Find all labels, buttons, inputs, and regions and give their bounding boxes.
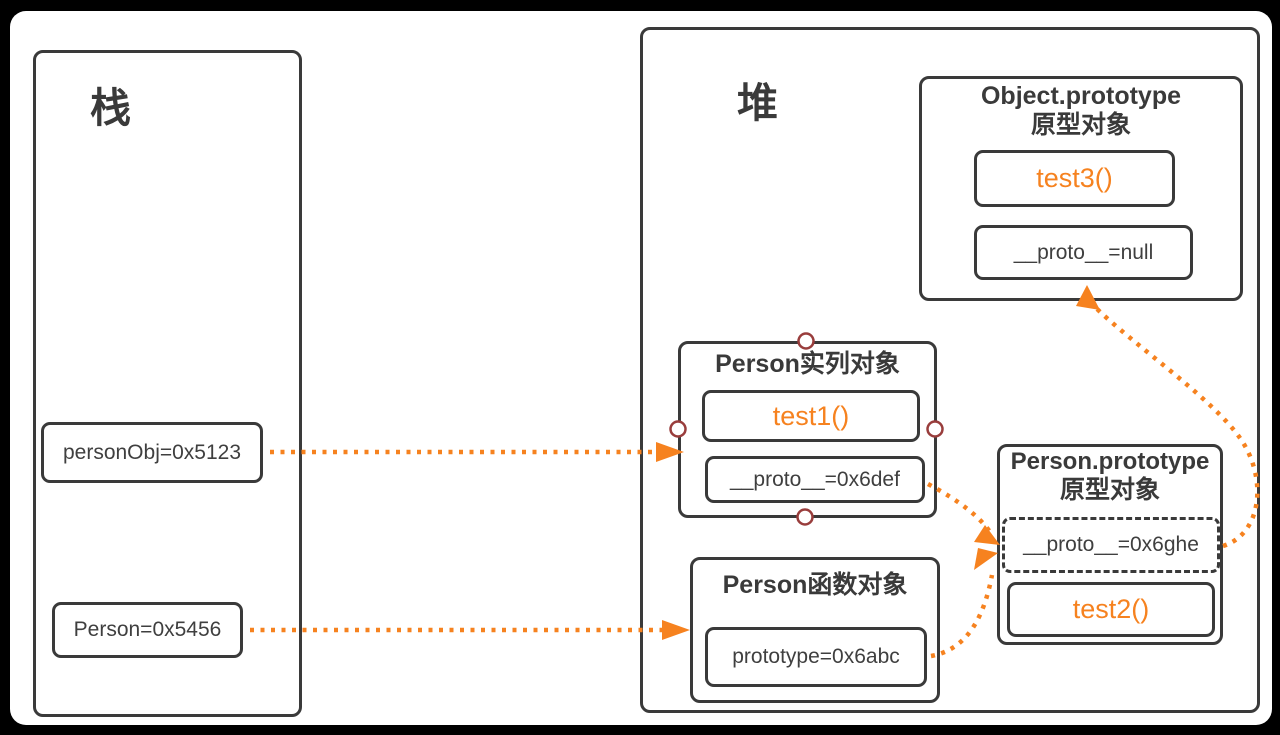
object-prototype-title-line1: Object.prototype bbox=[980, 82, 1181, 110]
stack-title: 栈 bbox=[90, 85, 131, 131]
object-prototype-box[interactable]: Object.prototype 原型对象 test3() __proto__=… bbox=[919, 76, 1243, 301]
member-test2-box[interactable]: test2() bbox=[1007, 582, 1215, 637]
object-prototype-title-line2: 原型对象 bbox=[1030, 111, 1131, 139]
member-proto-6ghe-box[interactable]: __proto__=0x6ghe bbox=[1002, 517, 1220, 573]
heap-region-box[interactable]: 堆 Object.prototype 原型对象 test3() __proto_… bbox=[640, 27, 1260, 713]
member-test3-box[interactable]: test3() bbox=[974, 150, 1175, 207]
person-instance-title: Person实列对象 bbox=[715, 350, 900, 378]
member-proto-null-label: __proto__=null bbox=[1013, 240, 1154, 264]
stack-region-box[interactable]: 栈 personObj=0x5123 Person=0x5456 bbox=[33, 50, 302, 717]
member-prototype-6abc-box[interactable]: prototype=0x6abc bbox=[705, 627, 927, 687]
person-instance-box[interactable]: Person实列对象 test1() __proto__=0x6def bbox=[678, 341, 937, 518]
person-prototype-title-line1: Person.prototype bbox=[1010, 448, 1210, 475]
member-test2-label: test2() bbox=[1072, 594, 1150, 624]
person-function-title: Person函数对象 bbox=[722, 571, 908, 599]
member-proto-null-box[interactable]: __proto__=null bbox=[974, 225, 1193, 280]
member-proto-6ghe-label: __proto__=0x6ghe bbox=[1023, 533, 1199, 556]
person-prototype-box[interactable]: Person.prototype 原型对象 __proto__=0x6ghe t… bbox=[997, 444, 1223, 645]
var-personobj-label: personObj=0x5123 bbox=[62, 440, 242, 464]
member-test1-label: test1() bbox=[772, 400, 850, 431]
member-proto-6def-label: __proto__=0x6def bbox=[730, 467, 900, 491]
var-person-box[interactable]: Person=0x5456 bbox=[52, 602, 243, 658]
member-prototype-6abc-label: prototype=0x6abc bbox=[732, 645, 900, 668]
member-proto-6def-box[interactable]: __proto__=0x6def bbox=[705, 456, 925, 503]
person-function-box[interactable]: Person函数对象 prototype=0x6abc bbox=[690, 557, 940, 703]
var-personobj-box[interactable]: personObj=0x5123 bbox=[41, 422, 263, 483]
heap-title: 堆 bbox=[737, 80, 778, 126]
member-test1-box[interactable]: test1() bbox=[702, 390, 920, 442]
member-test3-label: test3() bbox=[1036, 163, 1113, 193]
var-person-label: Person=0x5456 bbox=[73, 618, 222, 641]
person-prototype-title-line2: 原型对象 bbox=[1059, 476, 1160, 504]
